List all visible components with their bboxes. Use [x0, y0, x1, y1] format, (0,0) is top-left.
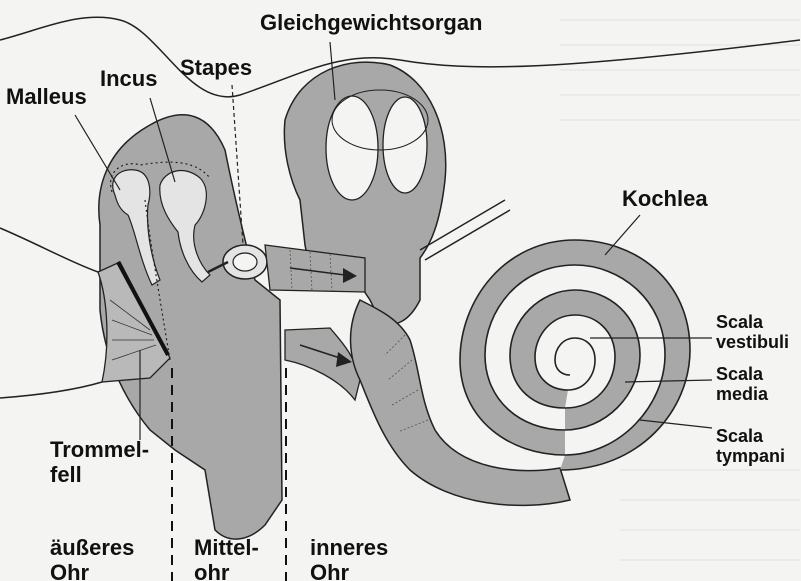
- round-window-channel: [285, 328, 360, 400]
- label-inneres-ohr-line1: inneres: [310, 536, 388, 561]
- ear-canal-wall: [0, 228, 98, 272]
- label-mittelohr: Mittel- ohr: [194, 536, 259, 581]
- label-scala-vestibuli-line1: Scala: [716, 312, 789, 332]
- label-scala-media-line1: Scala: [716, 364, 768, 384]
- label-mittelohr-line2: ohr: [194, 561, 259, 581]
- label-trommelfell-line1: Trommel-: [50, 438, 149, 463]
- label-aeusseres-ohr-line2: Ohr: [50, 561, 134, 581]
- label-kochlea: Kochlea: [622, 188, 708, 210]
- label-scala-tympani-line2: tympani: [716, 446, 785, 466]
- label-scala-media: Scala media: [716, 364, 768, 404]
- label-scala-vestibuli: Scala vestibuli: [716, 312, 789, 352]
- label-trommelfell: Trommel- fell: [50, 438, 149, 487]
- semicircular-canal-hole: [383, 97, 427, 193]
- label-scala-vestibuli-line2: vestibuli: [716, 332, 789, 352]
- cochlea-spiral: [460, 240, 690, 470]
- label-malleus: Malleus: [6, 86, 87, 108]
- label-inneres-ohr: inneres Ohr: [310, 536, 388, 581]
- label-gleichgewichtsorgan: Gleichgewichtsorgan: [260, 12, 483, 34]
- label-scala-tympani-line1: Scala: [716, 426, 785, 446]
- label-inneres-ohr-line2: Ohr: [310, 561, 388, 581]
- label-aeusseres-ohr: äußeres Ohr: [50, 536, 134, 581]
- label-stapes: Stapes: [180, 57, 252, 79]
- ear-canal-wall: [0, 382, 102, 398]
- label-scala-tympani: Scala tympani: [716, 426, 785, 466]
- leader-malleus: [75, 115, 120, 190]
- label-aeusseres-ohr-line1: äußeres: [50, 536, 134, 561]
- label-incus: Incus: [100, 68, 157, 90]
- label-scala-media-line2: media: [716, 384, 768, 404]
- label-mittelohr-line1: Mittel-: [194, 536, 259, 561]
- label-trommelfell-line2: fell: [50, 463, 149, 488]
